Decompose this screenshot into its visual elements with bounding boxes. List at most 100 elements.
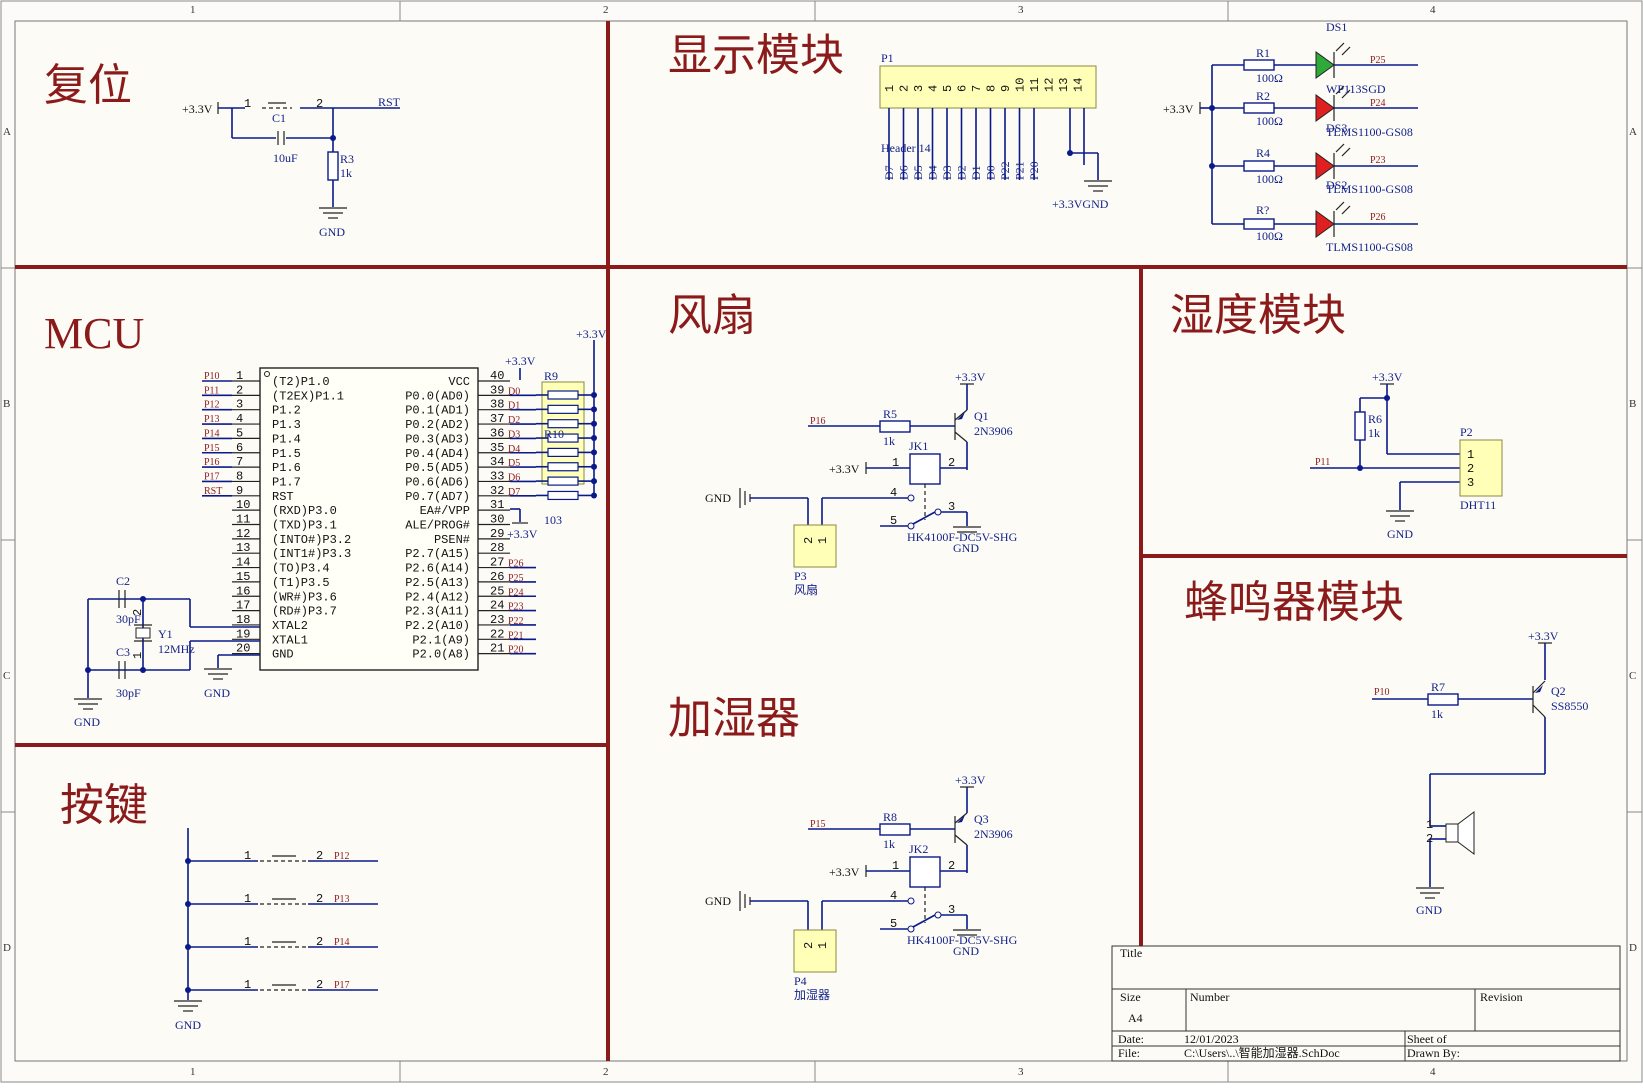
mcu-pin-name: (TO)P3.4 (272, 562, 330, 576)
header-pin-number: 13 (1057, 78, 1071, 92)
mcu-pin-number: 12 (236, 527, 250, 541)
mcu-pin-name: P1.6 (272, 461, 301, 475)
pin-number: 3 (1467, 476, 1474, 490)
mcu-pin-name: P1.3 (272, 418, 301, 432)
mcu-pin-number: 30 (490, 513, 504, 527)
led-resistor (1243, 218, 1275, 230)
mcu-pin-number: 38 (490, 398, 504, 412)
header-pin-number: 4 (927, 85, 941, 92)
resistor-network-element (547, 462, 579, 472)
net-label-vcc: +3.3V (1163, 102, 1194, 116)
led-resistor (1243, 102, 1275, 114)
mcu-pin-number: 14 (236, 556, 250, 570)
mcu-net-label: P11 (204, 385, 219, 396)
net-label-vcc: +3.3V (182, 102, 213, 116)
r2-value: 100Ω (1256, 114, 1283, 128)
mcu-pin-number: 20 (236, 642, 250, 656)
col-label-bottom: 1 (190, 1066, 196, 1078)
pin-number: 1 (244, 935, 251, 949)
pin-number: 2 (1426, 832, 1433, 846)
net-label-gnd: GND (204, 686, 230, 700)
sheet-label: Sheet of (1407, 1032, 1447, 1046)
mcu-pin-number: 37 (490, 412, 504, 426)
r6-ref: R6 (1368, 412, 1382, 426)
y1-value: 12MHz (158, 642, 195, 656)
mcu-net-label: P20 (508, 645, 524, 656)
mcu-pin-number: 40 (490, 369, 504, 383)
pin-number: 2 (948, 456, 955, 470)
mcu-net-label: P22 (508, 616, 524, 627)
mcu-pin-name: P0.4(AD4) (405, 447, 470, 461)
r1-ref: R1 (1256, 46, 1270, 60)
r9-value: 103 (544, 513, 562, 527)
number-label: Number (1190, 990, 1229, 1004)
mcu-pin-number: 33 (490, 469, 504, 483)
mcu-net-label: P26 (508, 559, 524, 570)
header-pin-number: 12 (1043, 78, 1057, 92)
header-net-label: D2 (955, 165, 969, 180)
rq-ref: R? (1256, 203, 1269, 217)
row-label-left: B (3, 398, 10, 410)
net-label-p26: P26 (1370, 212, 1386, 223)
pin-number: 1 (892, 456, 899, 470)
date-label: Date: (1118, 1032, 1144, 1046)
pin-number: 1 (816, 942, 830, 949)
section-title-display: 显示模块 (668, 31, 844, 80)
net-label-gnd: GND (1387, 527, 1413, 541)
mcu-pin-name: P2.5(A13) (405, 576, 470, 590)
mcu-net-label: D0 (508, 386, 520, 397)
q1-ref: Q1 (974, 409, 989, 423)
p1-vcc-gnd: +3.3VGND (1052, 197, 1109, 211)
mcu-pin-name: (WR#)P3.6 (272, 590, 337, 604)
c2-ref: C2 (116, 574, 130, 588)
ds3-value: TLMS1100-GS08 (1326, 125, 1413, 139)
net-label-gnd: GND (705, 894, 731, 908)
mcu-pin-name: XTAL1 (272, 633, 308, 647)
pin-number: 1 (244, 892, 251, 906)
header-net-label: D3 (940, 165, 954, 180)
r4-ref: R4 (1256, 146, 1270, 160)
ds2-value: TLMS1100-GS08 (1326, 182, 1413, 196)
section-title-humidity: 湿度模块 (1170, 291, 1346, 340)
mcu-net-label: D7 (508, 487, 520, 498)
mcu-pin-name: P2.2(A10) (405, 619, 470, 633)
mcu-pin-number: 28 (490, 541, 504, 555)
r10-ref: R10 (544, 427, 564, 441)
mcu-pin-number: 25 (490, 584, 504, 598)
section-title-fan: 风扇 (668, 291, 756, 340)
mcu-pin-number: 15 (236, 570, 250, 584)
col-label-top: 2 (603, 4, 609, 16)
mcu-net-label: D3 (508, 429, 520, 440)
header-net-label: D7 (882, 165, 896, 180)
net-label-gnd: GND (953, 944, 979, 958)
mcu-pin-name: P1.2 (272, 404, 301, 418)
led-diode (1315, 210, 1335, 238)
mcu-pin-number: 16 (236, 584, 250, 598)
net-label-p24: P24 (1370, 98, 1386, 109)
header-pin-number: 6 (956, 85, 970, 92)
mcu-pin-name: XTAL2 (272, 619, 308, 633)
mcu-net-label: P13 (204, 414, 220, 425)
c3-value: 30pF (116, 686, 141, 700)
q2-ref: Q2 (1551, 684, 1566, 698)
pin-number: 2 (802, 942, 816, 949)
mcu-pin-number: 11 (236, 513, 250, 527)
mcu-pin-number: 3 (236, 398, 243, 412)
led-resistor (1243, 160, 1275, 172)
pin-number: 1 (131, 652, 145, 659)
header-pin-number: 5 (941, 85, 955, 92)
mcu-net-label: P21 (508, 630, 524, 641)
ds1-value: WP113SGD (1326, 82, 1386, 96)
mcu-pin-name: P2.3(A11) (405, 605, 470, 619)
mcu-pin-number: 34 (490, 455, 504, 469)
mcu-pin-number: 22 (490, 627, 504, 641)
pin-number: 1 (244, 97, 251, 111)
section-title-reset: 复位 (44, 61, 132, 110)
led-array: +3.3V R1 100Ω R2 100Ω R4 100Ω R? 100Ω DS… (1163, 20, 1418, 254)
net-label-rst: RST (378, 95, 401, 109)
mcu-pin-number: 24 (490, 599, 504, 613)
col-label-top: 3 (1018, 4, 1024, 16)
